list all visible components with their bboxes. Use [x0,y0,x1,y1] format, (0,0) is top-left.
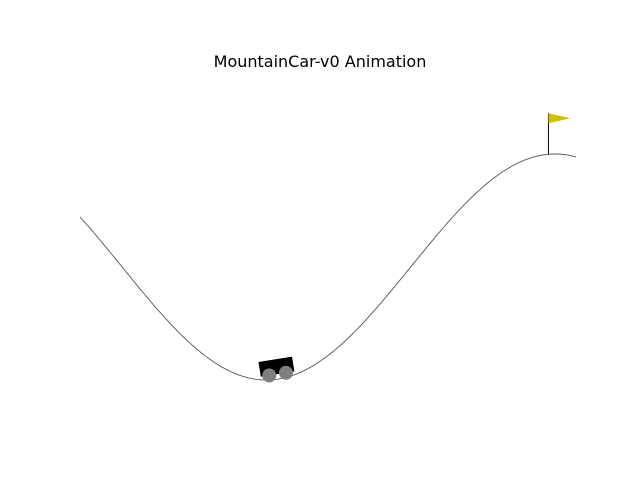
car-wheel-rear [262,368,277,383]
figure-title: MountainCar-v0 Animation [213,52,427,71]
mountain-track [79,153,577,381]
car-wheel-front [279,365,294,380]
goal-flag [548,113,571,124]
car [258,356,295,383]
